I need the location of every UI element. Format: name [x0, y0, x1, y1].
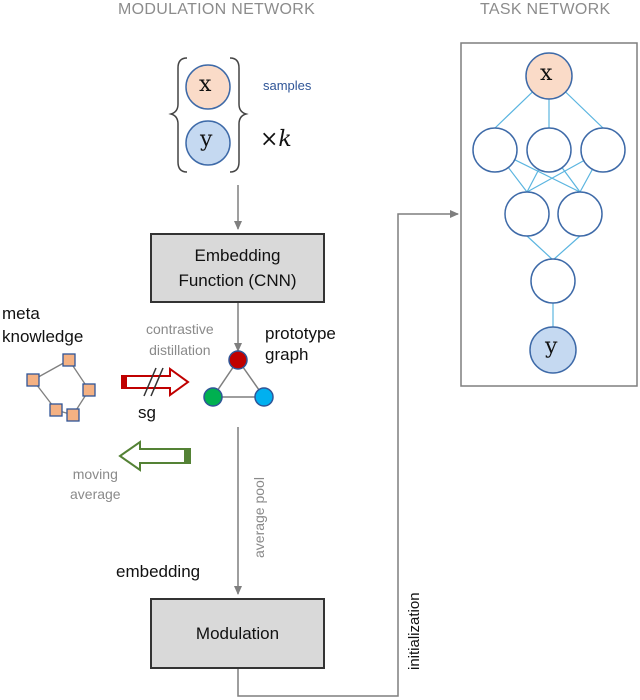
embedding-box-line1: Embedding — [194, 246, 281, 265]
modulation-box-label: Modulation — [195, 624, 280, 643]
meta-knowledge-graph — [26, 353, 96, 422]
prototype-node-blue — [254, 387, 274, 407]
samples-right-brace — [229, 57, 249, 173]
nn-hidden-node — [472, 127, 518, 173]
embedding-label: embedding — [116, 562, 201, 581]
prototype-graph-label: prototype graph — [265, 324, 336, 364]
nn-hidden-node — [504, 191, 550, 237]
samples-left-brace — [168, 57, 188, 173]
contrastive-distillation-label: contrastive distillation — [146, 321, 214, 358]
moving-average-arrow — [118, 440, 191, 472]
nn-hidden-node — [580, 127, 626, 173]
nn-hidden-node — [526, 127, 572, 173]
meta-knowledge-label: meta knowledge — [2, 304, 84, 346]
initialization-connector — [237, 210, 459, 697]
meta-node — [26, 373, 40, 387]
embedding-function-box: Embedding Function (CNN) — [150, 233, 325, 303]
prototype-node-red — [228, 350, 248, 370]
y-input-label: y — [200, 127, 213, 152]
sg-arrow — [121, 367, 190, 397]
x-input-node — [185, 64, 231, 110]
average-pool-label: average pool — [251, 477, 267, 558]
task-network-header: TASK NETWORK — [480, 1, 611, 18]
modulation-network-header: MODULATION NETWORK — [118, 1, 316, 18]
meta-node — [62, 353, 76, 367]
modulation-box: Modulation — [150, 598, 325, 669]
y-input-node — [185, 120, 231, 166]
meta-node — [82, 383, 96, 397]
nn-hidden-node — [530, 258, 576, 304]
moving-average-label: moving average — [70, 466, 121, 502]
meta-node — [49, 403, 63, 417]
nn-input-node — [525, 52, 573, 100]
nn-input-label: x — [540, 61, 553, 86]
meta-node — [66, 408, 80, 422]
times-k-label: ×k — [260, 127, 292, 152]
nn-output-node — [529, 326, 577, 374]
samples-label: samples — [263, 78, 312, 93]
nn-hidden-node — [557, 191, 603, 237]
prototype-graph — [203, 350, 274, 407]
prototype-node-green — [203, 387, 223, 407]
nn-output-label: y — [545, 334, 558, 359]
sg-label: sg — [138, 403, 156, 422]
x-input-label: x — [199, 72, 212, 97]
initialization-label: initialization — [406, 592, 423, 670]
embedding-box-line2: Function (CNN) — [178, 271, 297, 290]
